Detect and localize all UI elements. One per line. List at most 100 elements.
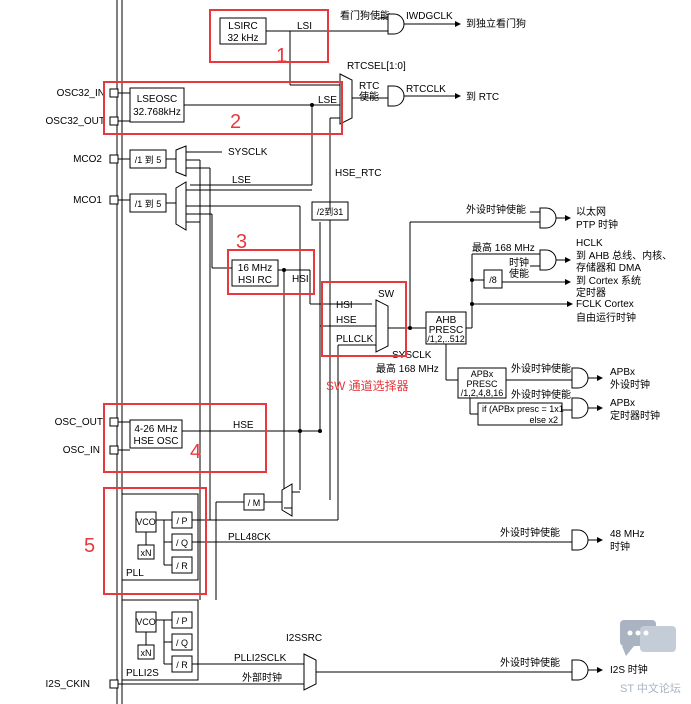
iwdgclk-label: IWDGCLK <box>406 11 453 22</box>
svg-text:AHB: AHB <box>436 315 457 326</box>
rtc-enable-label-2: 使能 <box>359 90 379 103</box>
plli2s-block: VCO xN / P / Q / R PLLI2S <box>121 599 199 681</box>
rtc-and-gate <box>387 85 405 107</box>
ahb-prescaler: AHB PRESC /1,2,..512 <box>425 311 467 345</box>
watermark-text: ST 中文论坛 <box>620 681 681 695</box>
forum-logo-icon <box>620 620 676 656</box>
to-rtc-label: 到 RTC <box>466 91 499 103</box>
ext-clock-label: 外部时钟 <box>242 671 282 684</box>
sw-mux <box>375 299 389 353</box>
lseosc-block: LSEOSC 32.768kHz <box>129 87 185 123</box>
svg-text:/1,2,..512: /1,2,..512 <box>427 334 465 344</box>
highlight-box-hsi <box>227 249 315 295</box>
highlight-box-pll <box>103 487 207 595</box>
svg-text:HSE OSC: HSE OSC <box>133 436 178 447</box>
osc32-in-pin: OSC32_IN <box>57 88 105 99</box>
plli2sclk-label: PLLI2SCLK <box>234 653 287 664</box>
annotation-3: 3 <box>236 231 247 253</box>
hclk-max-label: 最高 168 MHz <box>472 241 535 254</box>
annotation-4: 4 <box>190 441 201 463</box>
apb-enable-label-1: 外设时钟使能 <box>511 362 571 375</box>
eth-and-gate <box>530 207 557 229</box>
i2s-and-gate <box>571 659 589 681</box>
mco1-mux <box>175 181 187 231</box>
mhz48-label-2: 时钟 <box>610 540 630 553</box>
divM-block: / M <box>243 493 265 511</box>
lsirc-label: LSIRC <box>228 21 257 32</box>
hclk-label: HCLK <box>576 238 603 249</box>
rtc-enable-label-1: RTC <box>359 81 379 92</box>
svg-text:16 MHz: 16 MHz <box>238 263 272 274</box>
mco1-divider: /1 到 5 <box>129 193 167 213</box>
highlight-box-sw <box>321 281 407 357</box>
apb-periph-gate <box>571 367 589 389</box>
i2s-ckin-pin: I2S_CKIN <box>46 679 90 690</box>
lse-signal-label: LSE <box>318 95 337 106</box>
svg-text:else x2: else x2 <box>529 415 558 425</box>
svg-text:/ Q: / Q <box>176 538 188 548</box>
mco2-divider: /1 到 5 <box>129 149 167 169</box>
sysclk-max-label: 最高 168 MHz <box>376 362 439 375</box>
fclk-label-2: 自由运行时钟 <box>576 311 636 324</box>
osc-in-pin: OSC_IN <box>63 445 100 456</box>
hsirc-block: 16 MHz HSI RC <box>231 259 279 287</box>
svg-text:VCO: VCO <box>136 517 156 527</box>
mco2-sysclk-label: SYSCLK <box>228 147 268 158</box>
svg-text:PRESC: PRESC <box>466 379 498 389</box>
svg-text:/1 到 5: /1 到 5 <box>135 198 162 209</box>
i2s-clock-label: I2S 时钟 <box>610 663 648 676</box>
iwdg-and-gate <box>378 13 405 35</box>
chip-boundary <box>116 0 123 704</box>
highlight-box-lse <box>103 81 343 135</box>
svg-text:HSI RC: HSI RC <box>238 275 272 286</box>
annotation-5: 5 <box>84 535 95 557</box>
i2s-enable-label: 外设时钟使能 <box>500 656 560 669</box>
eth-enable-label: 外设时钟使能 <box>466 203 526 216</box>
svg-text:4-26 MHz: 4-26 MHz <box>134 424 177 435</box>
svg-text:/ M: / M <box>248 498 261 508</box>
hclk-and-gate <box>530 249 557 271</box>
sw-label: SW <box>378 289 395 300</box>
sw-pllclk-input: PLLCLK <box>336 334 374 345</box>
svg-text:/ P: / P <box>176 516 187 526</box>
cortex-label-1: 到 Cortex 系统 <box>576 274 641 287</box>
apbx-timer-label-2: 定时器时钟 <box>610 409 660 422</box>
pll48-enable-label: 外设时钟使能 <box>500 526 560 539</box>
apbx-timer-label-1: APBx <box>610 398 635 409</box>
sw-hsi-input: HSI <box>336 300 353 311</box>
svg-text:VCO: VCO <box>136 617 156 627</box>
svg-text:PLL: PLL <box>126 568 144 579</box>
apb-timer-gate <box>571 397 589 419</box>
to-iwdg-label: 到独立看门狗 <box>466 17 526 30</box>
svg-text:/ Q: / Q <box>176 638 188 648</box>
apb-enable-label-2: 外设时钟使能 <box>511 388 571 401</box>
svg-text:PRESC: PRESC <box>429 325 463 336</box>
sysclk-label: SYSCLK <box>392 350 432 361</box>
svg-text:APBx: APBx <box>471 369 494 379</box>
eth-label-2: PTP 时钟 <box>576 218 618 231</box>
sw-hse-input: HSE <box>336 315 357 326</box>
mco2-mux <box>175 145 187 177</box>
lsi-signal-label: LSI <box>297 21 312 32</box>
div8-block: /8 <box>483 269 503 289</box>
rtcsel-label: RTCSEL[1:0] <box>347 61 406 72</box>
i2ssrc-mux <box>303 653 317 691</box>
mhz48-label-1: 48 MHz <box>610 529 644 540</box>
pll-block: VCO xN / P / Q / R PLL <box>121 493 199 581</box>
hseosc-block: 4-26 MHz HSE OSC <box>129 419 183 449</box>
apbx-periph-label-1: APBx <box>610 367 635 378</box>
hse-signal-label: HSE <box>233 420 254 431</box>
svg-text:/ R: / R <box>176 561 188 571</box>
svg-text:/ P: / P <box>176 616 187 626</box>
apb-prescaler: APBx PRESC /1,2,4,8,16 <box>457 367 507 399</box>
annotation-1: 1 <box>276 45 287 67</box>
rtcclk-label: RTCCLK <box>406 84 446 95</box>
cortex-label-2: 定时器 <box>576 286 606 299</box>
hclk-desc-2: 存储器和 DMA <box>576 261 641 274</box>
lsirc-freq: 32 kHz <box>227 33 258 44</box>
mco2-pin: MCO2 <box>73 154 102 165</box>
apb-timer-multiplier: if (APBx presc = 1x1 else x2 <box>477 402 564 426</box>
svg-text:/1,2,4,8,16: /1,2,4,8,16 <box>461 388 504 398</box>
pll48-and-gate <box>571 529 589 551</box>
